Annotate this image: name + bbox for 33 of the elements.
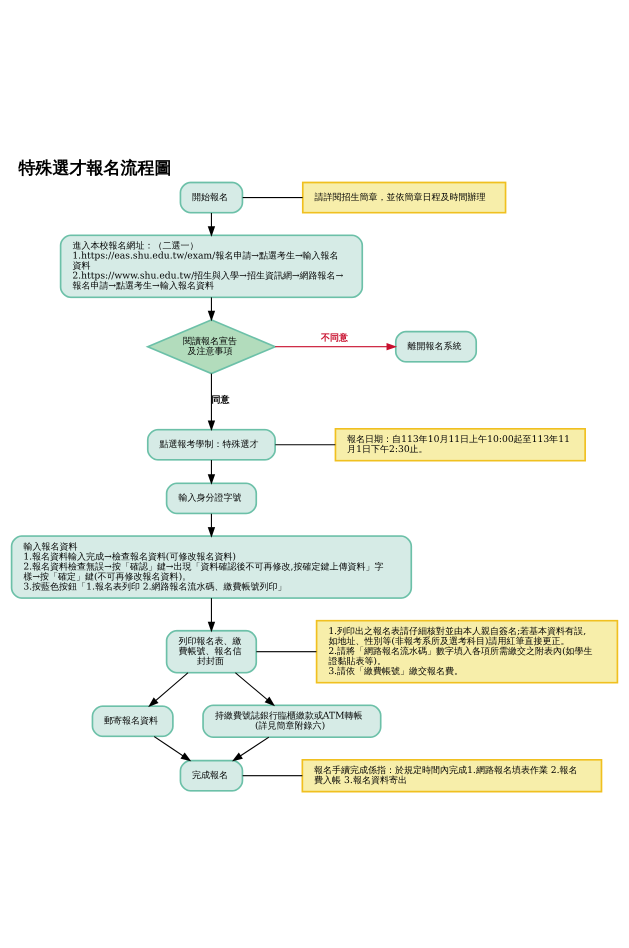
node-box: 進入本校報名網址：（二選一） 1.https://eas.shu.edu.tw/exam/報名申請→點選考生→輸入報名資料 2.https://www.shu.edu.tw/招生與入學→招生資訊網→網路報名→報名申請→點選考生→輸入報名資料 — [60, 234, 364, 298]
arrow — [208, 513, 216, 538]
diagram-title: 特殊選才報名流程圖 — [18, 156, 172, 177]
node-box: 輸入報名資料 1.報名資料輸入完成→檢查報名資料(可修改報名資料) 2.報名資料檢查無誤→按「確認」鍵→出現「資料確認後不可再修改,按確定鍵上傳資料」字樣→按「確定」鍵(不可再修改報名資料)。 3.按藍色按鈕「1.報名表列印 2.網路報名流水碼、繳費帳號列印」 — [10, 534, 412, 598]
arrow — [275, 342, 398, 350]
node-box: 開始報名 — [180, 181, 244, 213]
arrow — [148, 672, 188, 707]
node-box: 輸入身分證字號 — [166, 482, 258, 514]
arrow — [208, 296, 216, 321]
arrow — [208, 373, 216, 431]
node-box: 報名日期：自113年10月11日上午10:00起至113年11月1日下午2:30止。 — [334, 428, 586, 462]
node-box: 完成報名 — [180, 759, 244, 792]
edge-label: 同意 — [211, 394, 230, 406]
edge-label: 不同意 — [321, 332, 348, 344]
arrow — [208, 212, 216, 236]
arrow — [154, 736, 192, 761]
node-box: 報名手續完成係指：於規定時間內完成1.網路報名填表作業 2.報名費入帳 3.報名資料寄出 — [302, 758, 602, 792]
arrow — [208, 460, 216, 484]
arrow — [232, 736, 270, 761]
node-box: 離開報名系統 — [394, 330, 478, 362]
connector — [256, 650, 316, 652]
connector — [242, 196, 303, 198]
node-box: 請詳閱招生簡章，並依簡章日程及時間辦理 — [302, 181, 506, 213]
arrow — [208, 598, 216, 632]
node-box: 持繳費號誌銀行臨櫃繳款或ATM轉帳(詳見簡章附錄六) — [202, 704, 382, 738]
arrow — [235, 672, 276, 706]
node-box: 郵寄報名資料 — [92, 704, 174, 737]
connector — [242, 774, 302, 776]
node-box: 列印報名表、繳費帳號、報名信封封面 — [166, 629, 258, 673]
node-box: 1.列印出之報名表請仔細核對並由本人親自簽名;若基本資料有誤,如地址、性別等(非報考系所及選考科目)請用紅筆直接更正。 2.請將「網路報名流水碼」數字填入各項所需繳交之附表內(如學生證黏貼表等)。 3.請依「繳費帳號」繳交報名費。 — [316, 619, 618, 684]
node-box: 點選報考學制：特殊選才 — [146, 428, 276, 460]
connector — [275, 444, 336, 445]
node-diamond: 閱讀報名宣告及注意事項 — [146, 318, 278, 374]
